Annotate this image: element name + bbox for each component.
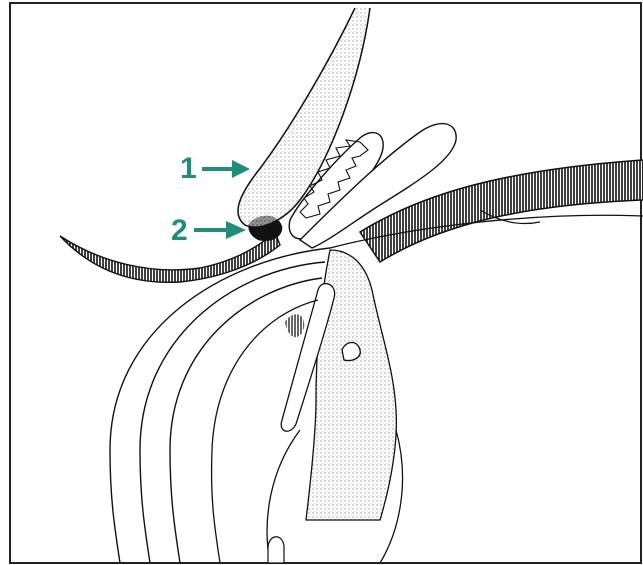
bottom-small-oval xyxy=(268,537,284,563)
arrow-1 xyxy=(202,160,250,178)
label-2: 2 xyxy=(171,216,188,246)
arrow-2 xyxy=(194,221,246,239)
small-notch xyxy=(342,343,360,361)
arc-innermost xyxy=(212,300,318,563)
label-1: 1 xyxy=(180,154,197,184)
dark-band-left xyxy=(60,232,280,282)
shade-patch xyxy=(285,314,304,337)
